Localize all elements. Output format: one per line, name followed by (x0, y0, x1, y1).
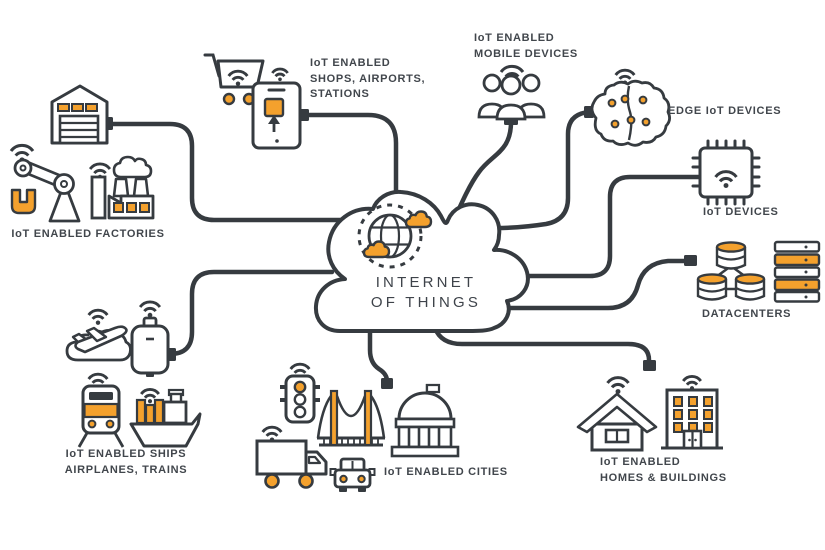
server-rack-icon (773, 240, 821, 303)
luggage-icon (130, 300, 170, 377)
microchip-icon (691, 139, 761, 206)
plug-cities (381, 378, 393, 389)
label-mobile-devices: IoT ENABLED MOBILE DEVICES (474, 32, 578, 60)
db-stack (715, 241, 747, 270)
shopping-cart-icon (203, 53, 265, 106)
brain-icon (590, 68, 671, 147)
label-datacenters: DATACENTERS (702, 308, 792, 320)
connector-shops (300, 112, 399, 203)
capitol-icon (390, 383, 460, 458)
connector-ships (167, 269, 335, 357)
label-cities: IoT ENABLED CITIES (384, 466, 508, 478)
cloud-title-line2: OF THINGS (370, 294, 482, 311)
robot-arm-icon (9, 143, 81, 223)
plug-datacenters (684, 255, 697, 266)
db-stack (734, 273, 766, 301)
wifi-icon (270, 67, 290, 83)
train-icon (77, 372, 125, 448)
connector-edge-devices (493, 109, 592, 231)
truck-icon (255, 425, 328, 489)
label-shops: IoT ENABLED SHOPS, AIRPORTS, STATIONS (310, 57, 426, 100)
car-icon (329, 457, 376, 492)
building-icon (661, 375, 723, 450)
connector-mobile-devices (451, 119, 514, 223)
plug-homes (643, 360, 656, 371)
cloud-title-line1: INTERNET (375, 274, 477, 291)
db-stack (696, 273, 728, 301)
cloud-internet-of-things (313, 189, 530, 333)
people-group-icon (477, 64, 546, 121)
wifi-icon (681, 375, 703, 392)
connector-iot-devices (507, 174, 707, 279)
label-edge-devices: EDGE IoT DEVICES (668, 105, 782, 117)
database-icon (696, 241, 766, 301)
connector-cities (367, 322, 390, 384)
label-homes-buildings: IoT ENABLED HOMES & BUILDINGS (600, 456, 727, 484)
house-icon (576, 376, 658, 452)
smartphone-icon (251, 67, 302, 150)
factory-icon (88, 155, 155, 220)
wifi-icon (606, 376, 630, 396)
cloud-title: INTERNET OF THINGS (340, 273, 512, 313)
warehouse-icon (50, 84, 109, 145)
airplane-icon (65, 308, 132, 362)
label-iot-devices: IoT DEVICES (703, 206, 779, 218)
globe-with-clouds-icon (357, 203, 433, 269)
label-ships-airplanes-trains: IoT ENABLED SHIPS AIRPLANES, TRAINS (64, 448, 188, 476)
bridge-icon (316, 389, 386, 447)
traffic-light-icon (280, 362, 320, 424)
connector-homes (432, 325, 652, 366)
connector-datacenters (502, 258, 692, 311)
ship-icon (129, 388, 202, 448)
wifi-icon (138, 300, 162, 319)
connector-factories (105, 121, 343, 223)
label-factories: IoT ENABLED FACTORIES (11, 228, 165, 240)
wifi-icon (87, 308, 109, 327)
